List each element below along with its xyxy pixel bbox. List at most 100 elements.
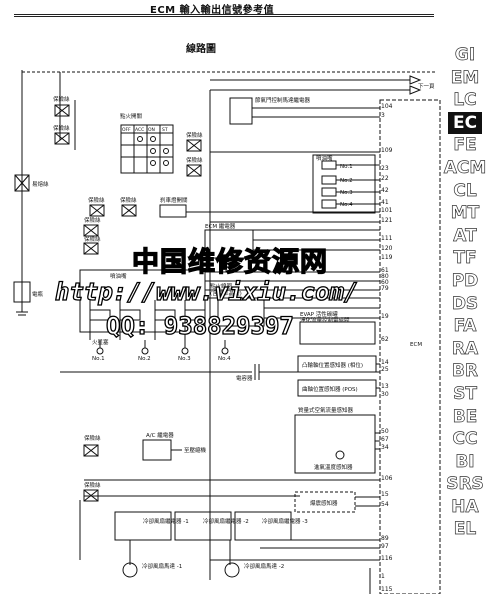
ecm-pin-79: 79 [381, 285, 389, 292]
maf-sensor-label: 質量式空氣流量感知器 [298, 406, 354, 414]
fan-motor-1-label: 冷卻風扇馬達 -1 [142, 562, 182, 570]
ignition-coil-sub: (含功率晶體) [210, 289, 242, 297]
section-tab-fe[interactable]: FE [453, 135, 477, 156]
section-tab-at[interactable]: AT [453, 225, 477, 246]
ecm-pin-41: 41 [381, 199, 389, 206]
throttle-relay-label: 節氣門控制馬達繼電器 [255, 96, 311, 104]
header-rule-2 [14, 16, 434, 17]
fan-relay-1-label: 冷卻風扇繼電器 -1 [143, 517, 189, 525]
ecm-pin-109: 109 [381, 147, 393, 154]
section-tab-srs[interactable]: SRS [446, 474, 484, 495]
ecm-pin-89: 89 [381, 535, 389, 542]
section-tab-be[interactable]: BE [452, 406, 478, 427]
ecm-pin-1: 1 [381, 573, 385, 580]
spark-no1: No.1 [92, 356, 105, 362]
fuse-label-5: 保險絲 [88, 196, 105, 204]
ecm-pin-80: 80 [381, 273, 389, 280]
section-tab-acm[interactable]: ACM [443, 157, 487, 179]
ecm-pin-106: 106 [381, 475, 393, 482]
section-tab-cl[interactable]: CL [453, 180, 477, 201]
injector-no1: No.1 [340, 164, 353, 170]
section-tab-fa[interactable]: FA [453, 316, 477, 337]
next-page-label: 下一頁 [418, 83, 435, 90]
brake-switch-label: 刹車燈開關 [160, 196, 188, 204]
ac-relay-label: A/C 繼電器 [146, 431, 174, 439]
section-tab-ha[interactable]: HA [451, 496, 479, 518]
ecm-pin-104: 104 [381, 103, 393, 110]
ecm-pin-121: 121 [381, 217, 393, 224]
ecm-box [379, 99, 441, 594]
fuse-label-9: 保險絲 [84, 434, 101, 442]
watermark-line-2: http://www.vixiu.com/ [54, 277, 359, 306]
header-rule [14, 14, 434, 15]
section-tab-em[interactable]: EM [450, 67, 480, 88]
section-tab-cc[interactable]: CC [452, 429, 478, 450]
ecm-pin-25: 25 [381, 366, 389, 373]
switch-pos-off: OFF [122, 127, 131, 133]
switch-pos-acc: ACC [135, 127, 144, 133]
ecm-pin-14: 14 [381, 359, 389, 366]
ecm-pin-30: 30 [381, 391, 389, 398]
section-tab-bi[interactable]: BI [455, 451, 475, 472]
fusible-link-label: 易熔絲 [32, 180, 49, 188]
injector-no4: No.4 [340, 202, 353, 208]
ecm-pin-13: 13 [381, 383, 389, 390]
fuse-label-8: 保險絲 [84, 235, 101, 243]
section-tab-tf[interactable]: TF [453, 248, 477, 269]
evap-valve-sub: 淨化流量控制電磁閥 [300, 316, 350, 324]
ecm-pin-115: 115 [381, 586, 393, 593]
ecm-pin-111: 111 [381, 235, 393, 242]
ecm-pin-22: 22 [381, 175, 389, 182]
iat-sensor-label: 進氣溫度感知器 [314, 463, 353, 471]
section-tab-pd[interactable]: PD [451, 270, 479, 292]
fan-relay-2-label: 冷卻風扇繼電器 -2 [203, 517, 249, 525]
ecm-pin-19: 19 [381, 313, 389, 320]
fuse-label-7: 保險絲 [84, 216, 101, 224]
ignition-coil-label: 點火線圈 [210, 282, 233, 290]
ecm-pin-numbers: 1043109232242411011211111201196180607919… [381, 103, 393, 593]
evap-valve-label: EVAP 活性碳罐 [300, 310, 338, 318]
ecm-pin-50: 50 [381, 428, 389, 435]
switch-pos-on: ON [148, 127, 155, 133]
ecm-pin-3: 3 [381, 112, 385, 119]
section-tab-st[interactable]: ST [453, 383, 478, 405]
diagram-title: 線路圖 [186, 44, 216, 55]
section-tab-br[interactable]: BR [451, 361, 479, 382]
ecm-pin-61: 61 [381, 267, 389, 274]
injector-no3: No.3 [340, 190, 353, 196]
ecm-pin-97: 97 [381, 543, 389, 550]
ecm-label: ECM [410, 342, 422, 348]
section-tab-el[interactable]: EL [453, 519, 477, 540]
section-tab-ec[interactable]: EC [448, 111, 482, 135]
fuse-label-1: 保險絲 [53, 95, 70, 103]
injector-label: 噴油嘴 [316, 154, 333, 162]
knock-sensor-label: 爆震感知器 [310, 499, 338, 507]
section-tab-lc[interactable]: LC [453, 90, 477, 111]
fuse-label-10: 保險絲 [84, 481, 101, 489]
header-title: ECM 輸入輸出信號參考值 [150, 5, 275, 16]
spark-plug-label: 火星塞 [92, 338, 109, 346]
ecm-pin-67: 67 [381, 436, 389, 443]
ecm-pin-60: 60 [381, 279, 389, 286]
spark-no2: No.2 [138, 356, 151, 362]
ecm-pin-15: 15 [381, 491, 389, 498]
watermark-line-1: 中国维修资源网 [131, 246, 328, 278]
fuse-label-3: 保險絲 [186, 131, 203, 139]
compressor-label: 至壓縮機 [184, 446, 207, 454]
section-tab-ds[interactable]: DS [451, 293, 479, 314]
ecm-pin-120: 120 [381, 245, 393, 252]
capacitor-label: 電容器 [236, 374, 253, 382]
spark-no3: No.3 [178, 356, 191, 362]
section-tab-ra[interactable]: RA [451, 338, 479, 359]
ecm-pin-101: 101 [381, 207, 393, 214]
fan-motor-2-label: 冷卻風扇馬達 -2 [244, 562, 284, 570]
ecm-relay-label: ECM 繼電器 [205, 222, 236, 230]
section-tab-mt[interactable]: MT [450, 203, 480, 224]
section-tab-gi[interactable]: GI [454, 45, 476, 66]
fuse-label-4: 保險絲 [186, 156, 203, 164]
injector-no2: No.2 [340, 178, 353, 184]
ignition-switch-label: 點火開關 [120, 112, 143, 120]
cmp-sensor-label: 凸輪軸位置感知器 (相位) [302, 361, 363, 369]
